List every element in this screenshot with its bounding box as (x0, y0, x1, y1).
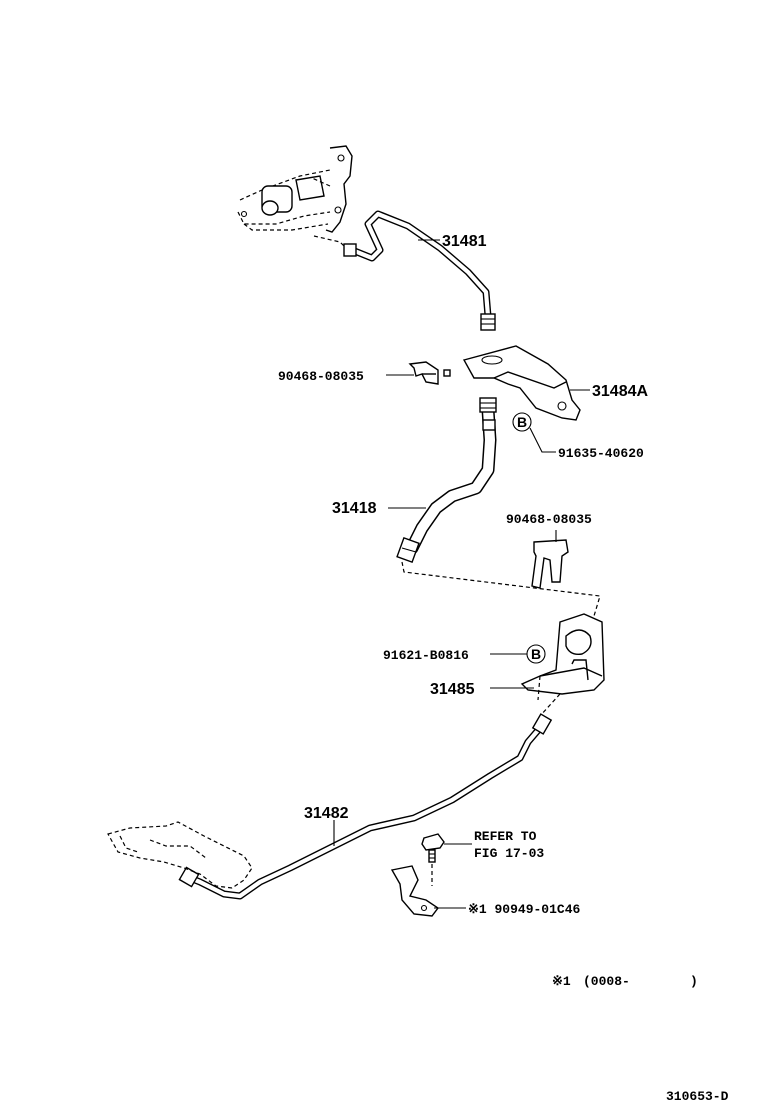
bolt-icon (421, 833, 445, 863)
brake-pipe-31482 (178, 713, 553, 900)
master-cylinder-icon (237, 145, 353, 251)
hose-clip-icon (531, 539, 569, 589)
leader-91635 (529, 427, 556, 453)
clamp-icon (390, 865, 440, 917)
hose-clip-icon (408, 361, 451, 385)
brake-pipe-31481 (343, 210, 496, 331)
figure-id: 310653-D (666, 1089, 729, 1104)
footnote-mark: ※1 (552, 974, 571, 989)
label-90949: ※1 90949-01C46 (468, 902, 581, 917)
label-31481: 31481 (442, 233, 487, 250)
label-90468-top: 90468-08035 (278, 369, 364, 384)
label-91621: 91621-B0816 (383, 648, 469, 663)
callout-b-top (512, 412, 532, 432)
assembly-line (401, 561, 601, 617)
footnote-range: (0008- (583, 974, 630, 989)
label-31484a: 31484A (592, 383, 648, 400)
bracket-icon (462, 345, 581, 421)
label-31485: 31485 (430, 681, 475, 698)
label-31418: 31418 (332, 500, 377, 517)
label-91635: 91635-40620 (558, 446, 644, 461)
bracket-icon (520, 613, 605, 701)
assembly-line-lower (539, 693, 561, 717)
callout-b-mid-letter: B (531, 646, 541, 662)
slave-cylinder-icon (107, 821, 253, 889)
flexible-hose-icon (396, 397, 497, 564)
footnote-close: ) (690, 974, 698, 989)
label-31482: 31482 (304, 805, 349, 822)
callout-b-top-letter: B (517, 414, 527, 430)
refer-line-1: REFER TO (474, 829, 537, 844)
label-90468-mid: 90468-08035 (506, 512, 592, 527)
refer-line-2: FIG 17-03 (474, 846, 544, 861)
